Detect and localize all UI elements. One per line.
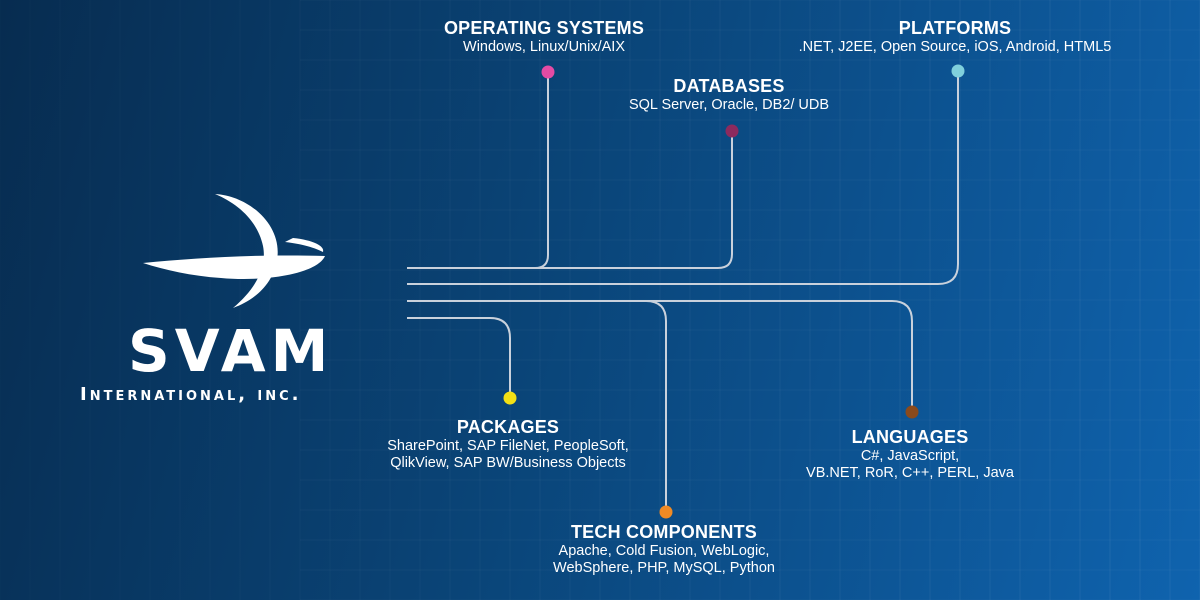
packages-line-2: QlikView, SAP BW/Business Objects (390, 455, 626, 471)
languages-title: LANGUAGES (851, 427, 969, 447)
packages-description: SharePoint, SAP FileNet, PeopleSoft, Qli… (387, 438, 629, 472)
operating-systems-description: Windows, Linux/Unix/AIX (463, 39, 625, 56)
databases-line: SQL Server, Oracle, DB2/ UDB (628, 97, 830, 113)
languages-dot (905, 405, 919, 419)
connector-databases (407, 131, 733, 269)
platforms-title: PLATFORMS (898, 18, 1012, 38)
packages-dot (503, 391, 517, 405)
tech-components-line-2: WebSphere, PHP, MySQL, Python (553, 560, 775, 576)
databases-description: SQL Server, Oracle, DB2/ UDB (629, 97, 829, 114)
connector-languages (407, 300, 913, 412)
packages-title: PACKAGES (456, 417, 560, 437)
operating-systems-dot (541, 65, 555, 79)
logo-orbit-icon (143, 194, 325, 308)
databases-dot (725, 124, 739, 138)
tech-components-line-1: Apache, Cold Fusion, WebLogic, (558, 543, 770, 559)
platforms-dot (951, 64, 965, 78)
connector-packages (407, 317, 511, 398)
languages-description: C#, JavaScript, VB.NET, RoR, C++, PERL, … (806, 448, 1014, 482)
platforms-description: .NET, J2EE, Open Source, iOS, Android, H… (799, 39, 1112, 56)
packages-line-1: SharePoint, SAP FileNet, PeopleSoft, (387, 438, 629, 454)
connector-platforms (407, 71, 959, 285)
company-logo-name: SVAM (128, 317, 334, 385)
databases-title: DATABASES (673, 76, 785, 96)
connector-operating-systems (407, 72, 549, 269)
company-logo-subtitle: International, inc. (80, 384, 302, 405)
tech-components-dot (659, 505, 673, 519)
tech-components-description: Apache, Cold Fusion, WebLogic, WebSphere… (553, 543, 775, 577)
operating-systems-line: Windows, Linux/Unix/AIX (463, 39, 625, 55)
operating-systems-title: OPERATING SYSTEMS (443, 18, 645, 38)
platforms-line: .NET, J2EE, Open Source, iOS, Android, H… (798, 39, 1112, 55)
tech-components-title: TECH COMPONENTS (570, 522, 758, 542)
languages-line-1: C#, JavaScript, (860, 448, 960, 464)
languages-line-2: VB.NET, RoR, C++, PERL, Java (806, 465, 1014, 481)
connector-tech-components (407, 300, 667, 512)
